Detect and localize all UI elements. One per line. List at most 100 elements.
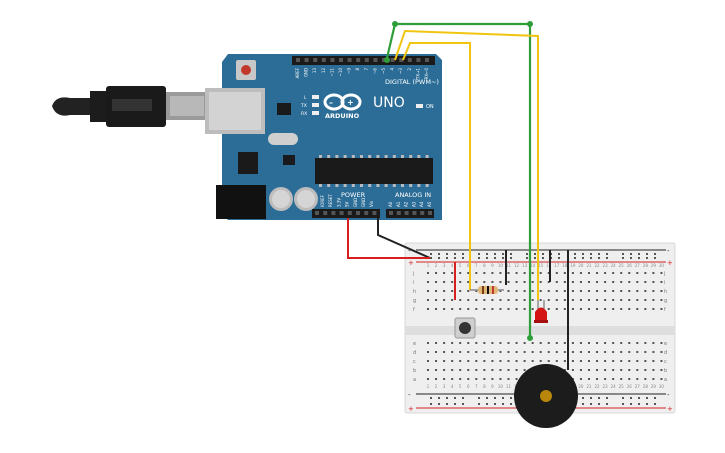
breadboard-hole[interactable] xyxy=(652,290,655,292)
breadboard-hole[interactable] xyxy=(582,257,584,259)
breadboard-hole[interactable] xyxy=(507,360,510,362)
breadboard-hole[interactable] xyxy=(588,369,590,371)
breadboard-hole[interactable] xyxy=(443,272,446,274)
breadboard-hole[interactable] xyxy=(628,299,631,301)
breadboard-hole[interactable] xyxy=(446,257,448,259)
breadboard-hole[interactable] xyxy=(604,308,607,310)
breadboard-hole[interactable] xyxy=(467,281,470,283)
breadboard-hole[interactable] xyxy=(435,378,438,380)
breadboard-hole[interactable] xyxy=(652,308,655,310)
breadboard-hole[interactable] xyxy=(435,308,438,310)
breadboard-hole[interactable] xyxy=(502,403,504,405)
breadboard-hole[interactable] xyxy=(475,351,478,353)
breadboard-hole[interactable] xyxy=(646,257,648,259)
breadboard-hole[interactable] xyxy=(451,281,454,283)
breadboard-hole[interactable] xyxy=(462,397,464,399)
breadboard-hole[interactable] xyxy=(555,351,558,353)
breadboard-hole[interactable] xyxy=(630,253,632,255)
breadboard-hole[interactable] xyxy=(491,281,494,283)
breadboard-hole[interactable] xyxy=(596,299,599,301)
breadboard-hole[interactable] xyxy=(483,299,486,301)
breadboard-hole[interactable] xyxy=(547,308,550,310)
breadboard-hole[interactable] xyxy=(491,308,494,310)
breadboard-hole[interactable] xyxy=(478,403,480,405)
breadboard-hole[interactable] xyxy=(596,281,599,283)
breadboard-hole[interactable] xyxy=(574,257,576,259)
breadboard-hole[interactable] xyxy=(531,290,534,292)
breadboard-hole[interactable] xyxy=(590,253,592,255)
breadboard-hole[interactable] xyxy=(644,308,647,310)
breadboard-hole[interactable] xyxy=(459,290,462,292)
breadboard-hole[interactable] xyxy=(555,342,558,344)
breadboard-hole[interactable] xyxy=(620,369,623,371)
breadboard-hole[interactable] xyxy=(636,351,639,353)
breadboard-hole[interactable] xyxy=(515,369,518,371)
breadboard-hole[interactable] xyxy=(622,397,624,399)
breadboard-hole[interactable] xyxy=(571,299,574,301)
breadboard-hole[interactable] xyxy=(563,272,566,274)
breadboard-hole[interactable] xyxy=(427,308,429,310)
breadboard-hole[interactable] xyxy=(454,257,456,259)
breadboard-hole[interactable] xyxy=(451,342,454,344)
breadboard-hole[interactable] xyxy=(515,351,518,353)
breadboard-hole[interactable] xyxy=(483,378,486,380)
breadboard-hole[interactable] xyxy=(438,257,440,259)
breadboard-hole[interactable] xyxy=(523,351,526,353)
breadboard-hole[interactable] xyxy=(462,253,464,255)
breadboard-hole[interactable] xyxy=(654,397,656,399)
breadboard-hole[interactable] xyxy=(483,351,486,353)
breadboard-hole[interactable] xyxy=(588,342,590,344)
breadboard-hole[interactable] xyxy=(574,253,576,255)
breadboard-hole[interactable] xyxy=(644,351,647,353)
breadboard-hole[interactable] xyxy=(620,342,623,344)
breadboard-hole[interactable] xyxy=(467,351,470,353)
breadboard-hole[interactable] xyxy=(486,397,488,399)
breadboard-hole[interactable] xyxy=(451,308,454,310)
breadboard-hole[interactable] xyxy=(435,342,438,344)
breadboard-hole[interactable] xyxy=(539,299,542,301)
breadboard-hole[interactable] xyxy=(571,360,574,362)
breadboard-hole[interactable] xyxy=(579,369,582,371)
breadboard-hole[interactable] xyxy=(539,272,542,274)
breadboard-hole[interactable] xyxy=(636,369,639,371)
breadboard-hole[interactable] xyxy=(547,342,550,344)
breadboard-hole[interactable] xyxy=(579,299,582,301)
breadboard-hole[interactable] xyxy=(630,257,632,259)
breadboard-hole[interactable] xyxy=(523,290,526,292)
breadboard-hole[interactable] xyxy=(446,403,448,405)
breadboard-hole[interactable] xyxy=(588,308,590,310)
breadboard-hole[interactable] xyxy=(654,403,656,405)
breadboard-hole[interactable] xyxy=(644,299,647,301)
breadboard-hole[interactable] xyxy=(555,308,558,310)
breadboard-hole[interactable] xyxy=(526,257,528,259)
breadboard-hole[interactable] xyxy=(515,272,518,274)
breadboard-hole[interactable] xyxy=(523,342,526,344)
breadboard-hole[interactable] xyxy=(620,299,623,301)
breadboard-hole[interactable] xyxy=(598,397,600,399)
breadboard-hole[interactable] xyxy=(451,351,454,353)
breadboard-hole[interactable] xyxy=(462,257,464,259)
breadboard-hole[interactable] xyxy=(475,290,478,292)
breadboard-hole[interactable] xyxy=(596,360,599,362)
breadboard-hole[interactable] xyxy=(475,360,478,362)
breadboard-hole[interactable] xyxy=(443,342,446,344)
breadboard-hole[interactable] xyxy=(483,308,486,310)
breadboard-hole[interactable] xyxy=(499,342,502,344)
breadboard-hole[interactable] xyxy=(427,369,429,371)
breadboard-hole[interactable] xyxy=(499,272,502,274)
breadboard-hole[interactable] xyxy=(475,281,478,283)
breadboard-hole[interactable] xyxy=(510,403,512,405)
breadboard-hole[interactable] xyxy=(486,403,488,405)
breadboard-hole[interactable] xyxy=(491,360,494,362)
breadboard-hole[interactable] xyxy=(491,342,494,344)
breadboard-hole[interactable] xyxy=(558,257,560,259)
breadboard-hole[interactable] xyxy=(660,281,663,283)
breadboard-hole[interactable] xyxy=(563,299,566,301)
breadboard-hole[interactable] xyxy=(590,257,592,259)
breadboard-hole[interactable] xyxy=(451,360,454,362)
breadboard-hole[interactable] xyxy=(590,397,592,399)
breadboard-hole[interactable] xyxy=(563,342,566,344)
breadboard-hole[interactable] xyxy=(459,369,462,371)
breadboard-hole[interactable] xyxy=(652,281,655,283)
breadboard-hole[interactable] xyxy=(443,351,446,353)
